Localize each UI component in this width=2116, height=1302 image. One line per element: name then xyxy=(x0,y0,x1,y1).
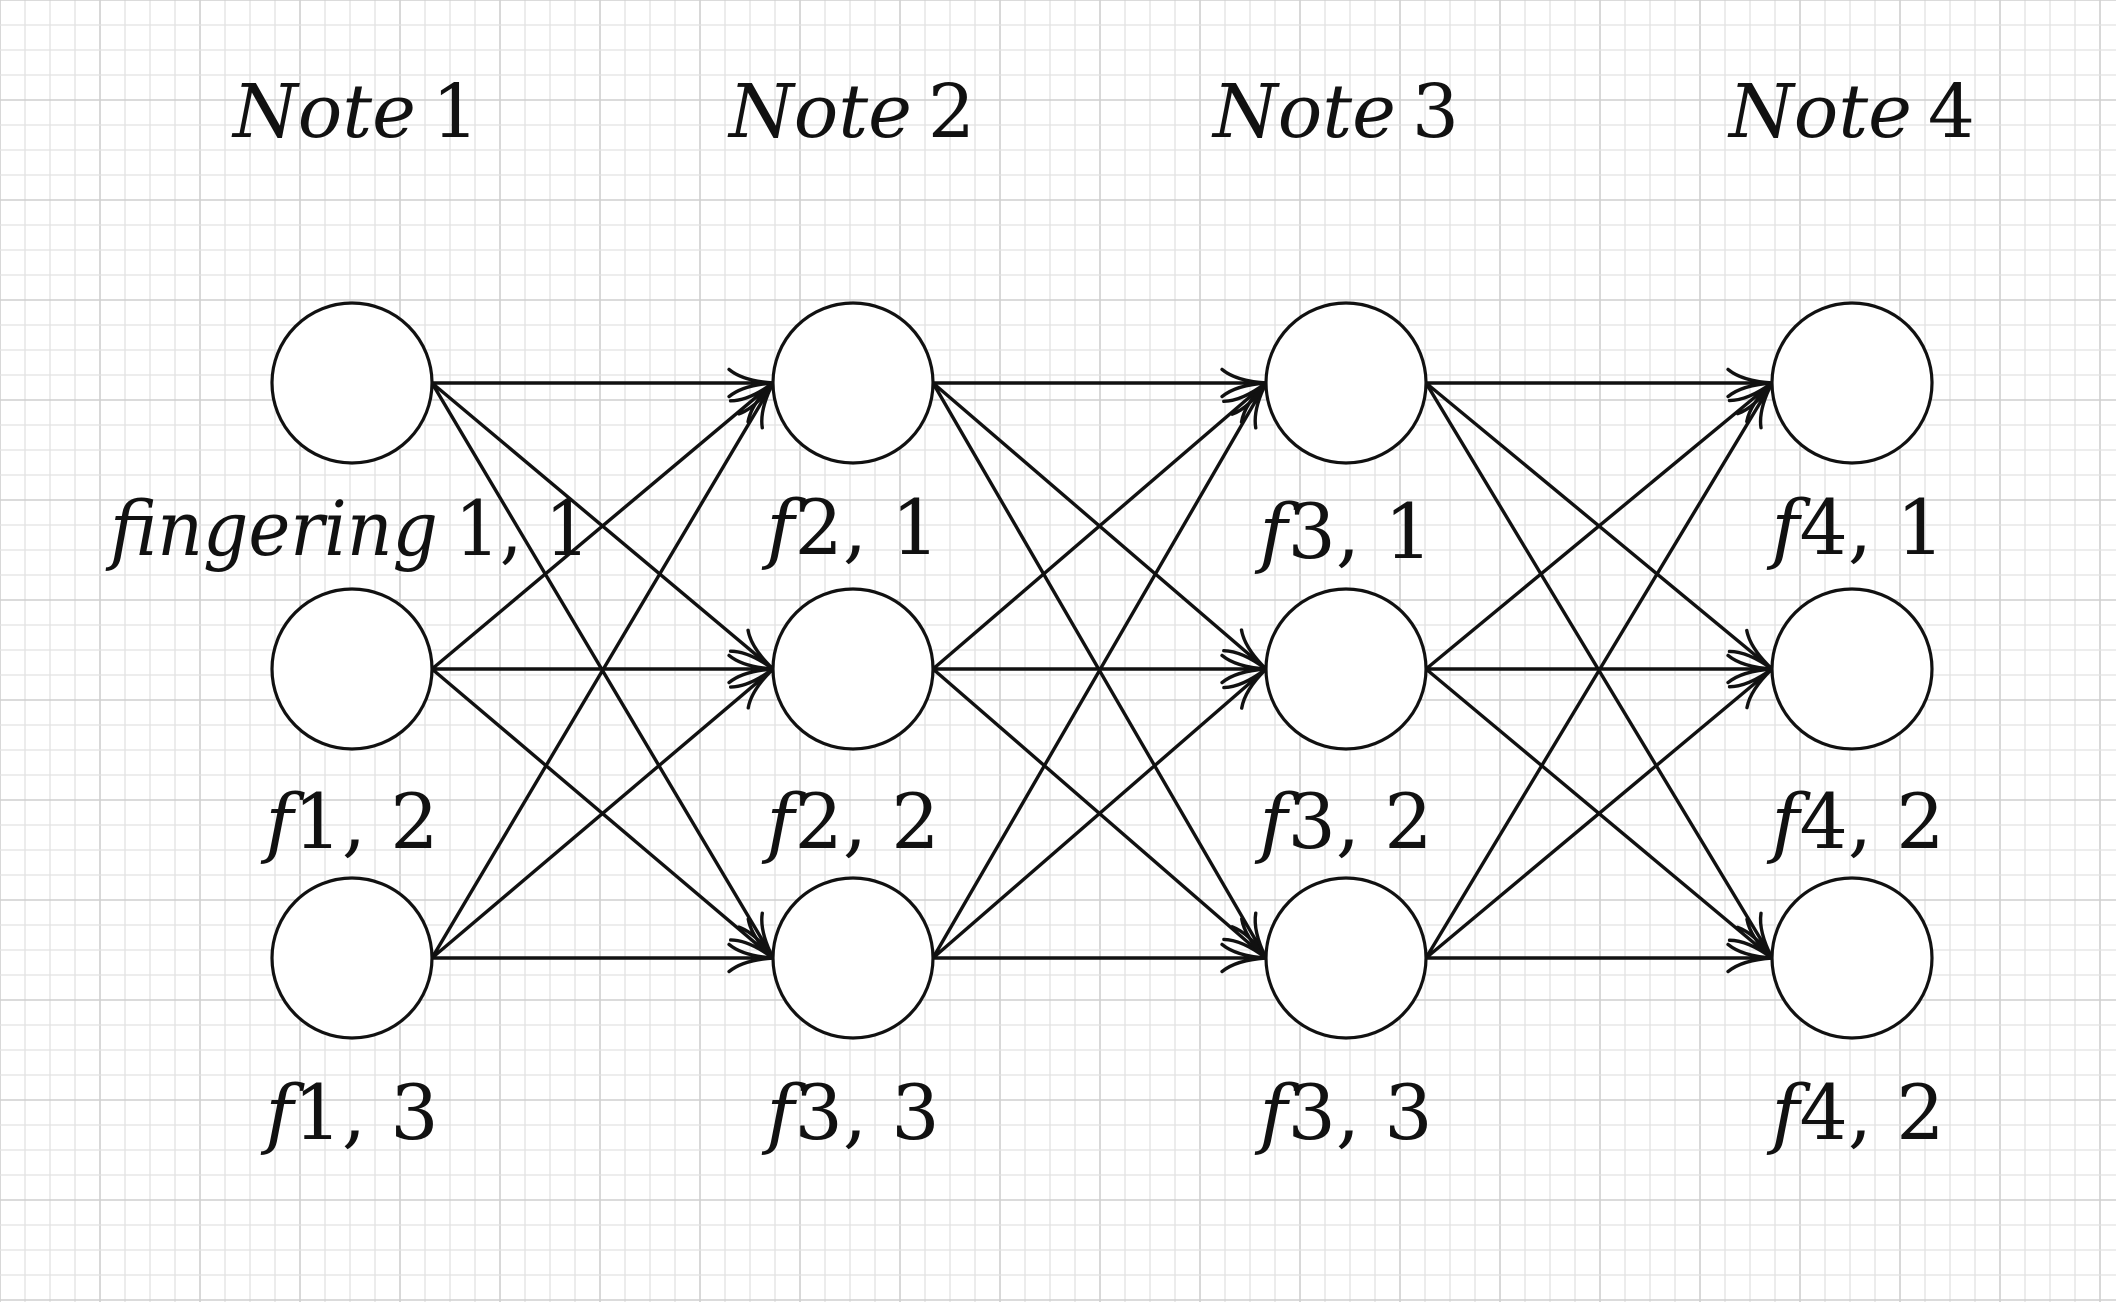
edge-3-2-to-4-1 xyxy=(1424,381,1774,671)
fingering-label-3-1: f3, 1 xyxy=(1254,487,1432,576)
fingering-label-4-1: f4, 1 xyxy=(1766,483,1944,572)
edge-2-3-to-3-1 xyxy=(931,381,1268,960)
fingering-label-1-1: fingering1, 1 xyxy=(105,484,590,573)
fingering-node-4-3 xyxy=(1770,876,1934,1040)
fingering-node-2-1 xyxy=(771,301,935,465)
fingering-node-1-2 xyxy=(270,587,434,751)
fingering-nodes xyxy=(270,301,1934,1040)
edge-1-3-to-2-2 xyxy=(430,667,775,960)
fingering-label-1-3: f1, 3 xyxy=(260,1068,438,1157)
fingering-node-1-1 xyxy=(270,301,434,465)
fingering-node-3-3 xyxy=(1264,876,1428,1040)
edge-2-2-to-3-1 xyxy=(931,381,1268,671)
fingering-label-2-3: f3, 3 xyxy=(761,1068,939,1157)
edge-3-3-to-4-1 xyxy=(1424,381,1774,960)
fingering-node-4-2 xyxy=(1770,587,1934,751)
fingering-label-1-2: f1, 2 xyxy=(260,777,438,866)
edge-3-3-to-4-2 xyxy=(1424,667,1774,960)
transition-edges xyxy=(430,367,1774,974)
edge-2-3-to-3-2 xyxy=(931,667,1268,960)
edge-1-3-to-2-1 xyxy=(430,381,775,960)
fingering-node-2-3 xyxy=(771,876,935,1040)
fingering-label-4-2: f4, 2 xyxy=(1766,777,1944,866)
fingering-label-2-2: f2, 2 xyxy=(761,777,939,866)
fingering-node-2-2 xyxy=(771,587,935,751)
fingering-label-4-3: f4, 2 xyxy=(1766,1068,1944,1157)
fingering-label-3-3: f3, 3 xyxy=(1254,1068,1432,1157)
fingering-node-4-1 xyxy=(1770,301,1934,465)
fingering-node-3-2 xyxy=(1264,587,1428,751)
edge-1-2-to-2-1 xyxy=(430,381,775,671)
fingering-node-3-1 xyxy=(1264,301,1428,465)
fingering-label-2-1: f2, 1 xyxy=(761,483,939,572)
fingering-node-1-3 xyxy=(270,876,434,1040)
fingering-label-3-2: f3, 2 xyxy=(1254,777,1432,866)
